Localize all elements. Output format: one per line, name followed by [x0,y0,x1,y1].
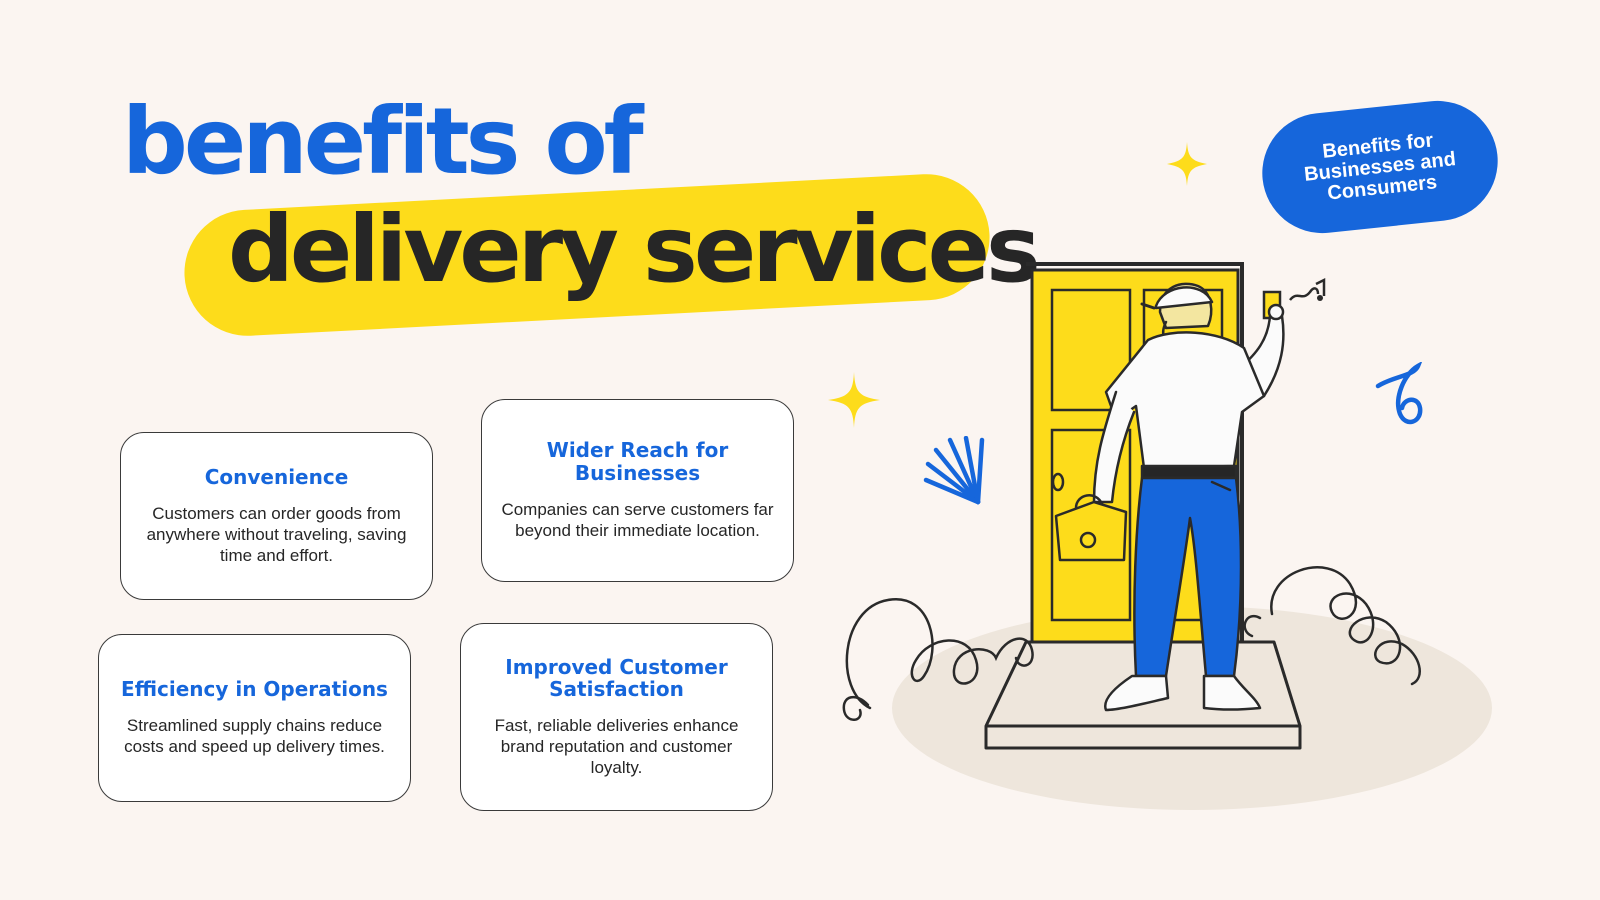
sparkle-icon [828,372,880,428]
delivery-illustration [842,262,1492,810]
card-heading: Convenience [204,464,349,489]
card-body: Companies can serve customers far beyond… [501,500,774,540]
card-body: Customers can order goods from anywhere … [146,504,407,565]
benefit-card-convenience: Convenience Customers can order goods fr… [120,432,433,600]
bush-scribble-left [842,598,1034,721]
burst-lines-icon [923,436,985,505]
card-heading: Improved Customer Satisfaction [505,654,728,701]
bush-scribble-right [1243,566,1421,686]
card-body: Fast, reliable deliveries enhance brand … [494,716,739,777]
benefit-card-satisfaction: Improved Customer Satisfaction Fast, rel… [460,623,773,811]
delivery-person [1054,282,1285,712]
benefit-card-efficiency: Efficiency in Operations Streamlined sup… [98,634,411,802]
title-line-1: benefits of [122,88,644,195]
title-line-2: delivery services [228,196,1041,303]
card-heading: Wider Reach for Businesses [546,438,729,485]
loop-squiggle-icon [1375,362,1423,425]
ground-shadow [892,606,1492,810]
benefit-card-wider-reach: Wider Reach for Businesses Companies can… [481,399,794,582]
card-body: Streamlined supply chains reduce costs a… [124,716,385,757]
sparkle-icon [1167,142,1207,186]
card-heading: Efficiency in Operations [121,677,388,702]
